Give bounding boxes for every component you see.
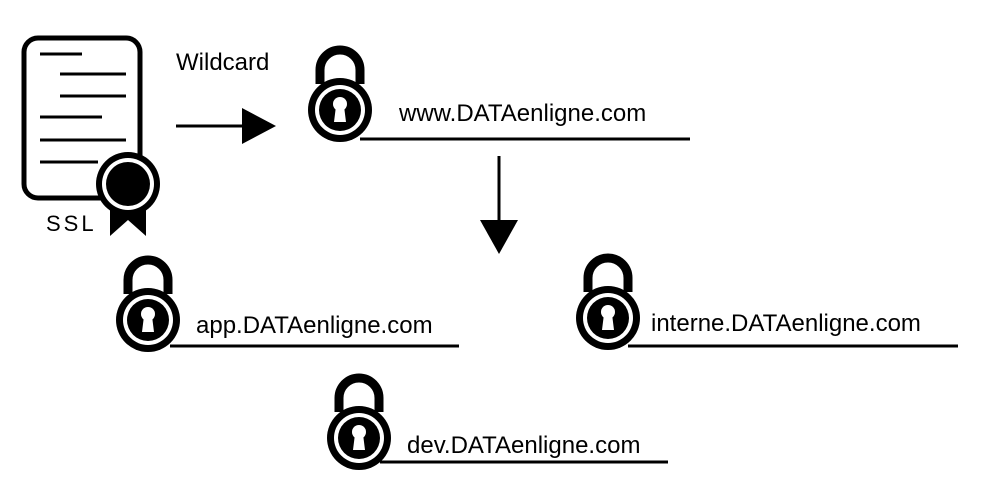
app-domain-node: app.DATAenligne.com (116, 260, 459, 352)
app-padlock-icon (116, 260, 180, 352)
dev-padlock-icon (327, 378, 391, 470)
interne-domain-node: interne.DATAenligne.com (576, 258, 958, 350)
wildcard-label: Wildcard (176, 49, 269, 76)
interne-domain-label: interne.DATAenligne.com (651, 310, 921, 337)
down-arrow-icon (480, 156, 518, 254)
certificate-lines (40, 52, 126, 164)
dev-domain-label: dev.DATAenligne.com (407, 432, 640, 459)
www-domain-label: www.DATAenligne.com (398, 100, 646, 127)
interne-padlock-icon (576, 258, 640, 350)
certificate-seal-icon (96, 152, 160, 236)
www-padlock-icon (308, 50, 372, 142)
ssl-label: SSL (46, 211, 97, 236)
wildcard-arrow-icon (176, 108, 276, 144)
www-domain-node: www.DATAenligne.com (308, 50, 690, 142)
dev-domain-node: dev.DATAenligne.com (327, 378, 668, 470)
app-domain-label: app.DATAenligne.com (196, 312, 433, 339)
ssl-certificate-icon (21, 35, 160, 236)
